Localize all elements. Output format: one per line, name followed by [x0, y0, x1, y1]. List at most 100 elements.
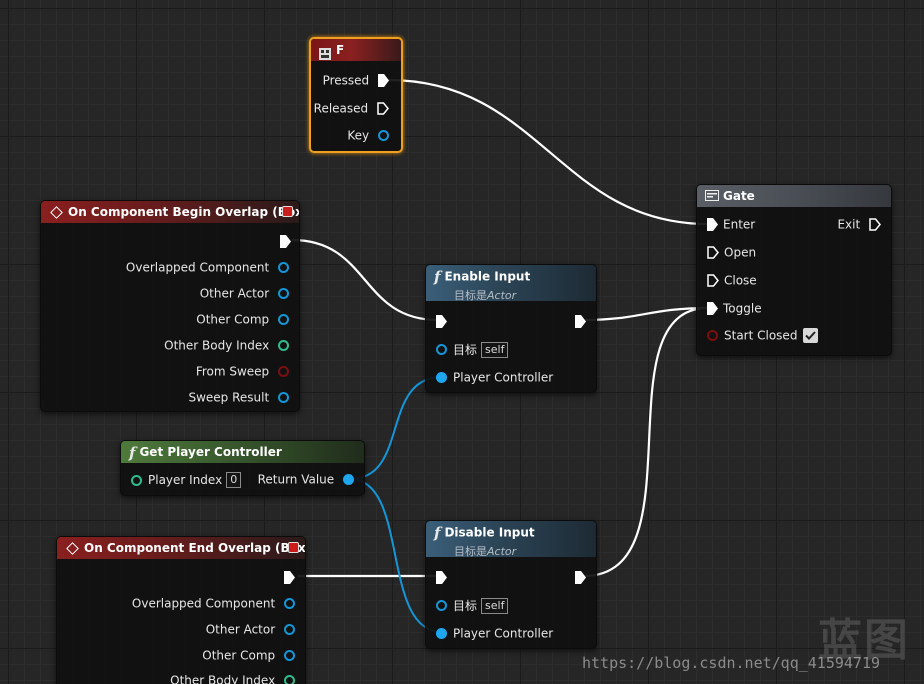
subtitle-prefix: 目标是 — [454, 289, 487, 301]
pin-label: From Sweep — [195, 364, 270, 379]
gate-enter-pin[interactable] — [707, 218, 718, 231]
enable-input-subtitle: 目标是Actor — [434, 287, 596, 301]
return-value-label: Return Value — [257, 472, 335, 487]
end-overlap-title: On Component End Overlap (Box) — [84, 541, 305, 555]
gate-header[interactable]: Gate — [697, 185, 891, 207]
pin-row: Overlapped Component — [132, 596, 295, 611]
gate-toggle-row: Toggle — [707, 301, 762, 316]
other-comp-pin[interactable] — [278, 314, 289, 325]
watermark-logo: 蓝图 — [818, 615, 910, 666]
pressed-label: Pressed — [322, 73, 370, 88]
toggle-label: Toggle — [723, 301, 762, 316]
function-icon: f — [129, 443, 136, 462]
other-body-index-pin[interactable] — [278, 340, 289, 351]
enable-input-player-controller-pin[interactable] — [436, 372, 447, 383]
open-label: Open — [724, 245, 757, 260]
end-overlap-exec-row — [284, 570, 295, 584]
gate-close-pin[interactable] — [707, 274, 719, 287]
key-label: Key — [347, 128, 370, 143]
disable-input-target-pin[interactable] — [436, 600, 447, 611]
begin-overlap-node[interactable]: On Component Begin Overlap (Box) Overlap… — [40, 200, 300, 412]
gate-start-closed-row: Start Closed — [707, 328, 819, 343]
enable-input-title: Enable Input — [444, 269, 531, 284]
overlapped-component-pin[interactable] — [284, 598, 295, 609]
enable-input-exec-in-pin[interactable] — [436, 315, 447, 328]
disable-input-player-controller-pin[interactable] — [436, 628, 447, 639]
check-icon — [805, 331, 817, 340]
pin-row: Other Body Index — [164, 338, 289, 353]
sweep-result-pin[interactable] — [278, 392, 289, 403]
function-icon: f — [434, 268, 441, 286]
released-exec-pin[interactable] — [377, 102, 389, 115]
end-overlap-exec-pin[interactable] — [284, 571, 295, 584]
pressed-exec-pin[interactable] — [378, 74, 389, 87]
gate-toggle-pin[interactable] — [707, 302, 718, 315]
other-body-index-pin[interactable] — [284, 675, 295, 684]
pin-row: Other Comp — [196, 312, 289, 327]
enable-input-target-pin[interactable] — [436, 344, 447, 355]
pin-label: Other Comp — [202, 648, 276, 663]
wire-enable-input-to-toggle[interactable] — [583, 306, 709, 322]
gate-enter-row: Enter — [707, 217, 755, 232]
wire-disable-input-to-toggle[interactable] — [583, 306, 709, 578]
pin-row: Other Actor — [200, 286, 289, 301]
close-label: Close — [724, 273, 757, 288]
disable-input-exec-in-pin[interactable] — [436, 571, 447, 584]
other-actor-pin[interactable] — [284, 624, 295, 635]
gate-close-row: Close — [707, 273, 757, 288]
wire-begin-overlap-to-enable-input[interactable] — [291, 238, 439, 322]
end-overlap-header[interactable]: On Component End Overlap (Box) — [57, 537, 305, 559]
player-index-pin[interactable] — [131, 474, 142, 486]
return-value-row: Return Value — [258, 472, 354, 487]
disable-input-pc-row: Player Controller — [436, 626, 553, 641]
function-icon: f — [434, 524, 441, 542]
target-value-box[interactable]: self — [481, 597, 509, 614]
pin-row: Overlapped Component — [126, 260, 289, 275]
key-f-header[interactable]: F — [311, 39, 401, 61]
overlapped-component-pin[interactable] — [278, 262, 289, 273]
target-label: 目标 — [453, 599, 478, 613]
pin-row: Other Body Index — [170, 673, 295, 684]
gate-exit-pin[interactable] — [869, 218, 881, 231]
delegate-pin-icon[interactable] — [282, 206, 293, 217]
start-closed-checkbox[interactable] — [803, 328, 819, 343]
gate-node[interactable]: Gate Enter Exit Open Close Toggle Start … — [696, 184, 892, 356]
enable-input-exec-out-pin[interactable] — [575, 315, 586, 328]
gate-open-row: Open — [707, 245, 756, 260]
exit-label: Exit — [837, 217, 861, 232]
begin-overlap-header[interactable]: On Component Begin Overlap (Box) — [41, 201, 299, 223]
key-pin[interactable] — [378, 130, 389, 141]
watermark-url: https://blog.csdn.net/qq_41594719 — [582, 654, 881, 672]
from-sweep-pin[interactable] — [278, 366, 289, 377]
gate-open-pin[interactable] — [707, 246, 719, 259]
subtitle-class: Actor — [487, 289, 517, 301]
disable-input-exec-out-pin[interactable] — [575, 571, 586, 584]
player-controller-label: Player Controller — [453, 626, 554, 641]
other-actor-pin[interactable] — [278, 288, 289, 299]
gate-start-closed-pin[interactable] — [707, 330, 718, 341]
wire-pressed-to-enter[interactable] — [387, 78, 709, 226]
player-controller-label: Player Controller — [453, 370, 554, 385]
key-f-node[interactable]: F Pressed Released Key — [309, 37, 403, 153]
delegate-pin-icon[interactable] — [288, 542, 299, 553]
begin-overlap-exec-pin[interactable] — [280, 235, 291, 248]
return-value-pin[interactable] — [343, 474, 354, 485]
other-comp-pin[interactable] — [284, 650, 295, 661]
end-overlap-node[interactable]: On Component End Overlap (Box) Overlappe… — [56, 536, 306, 684]
pin-label: Other Comp — [196, 312, 270, 327]
player-index-value-box[interactable]: 0 — [226, 472, 242, 488]
pin-row: Sweep Result — [188, 390, 289, 405]
target-value-box[interactable]: self — [481, 341, 509, 358]
key-f-pressed-row: Pressed — [323, 73, 389, 88]
pin-label: Other Body Index — [164, 338, 270, 353]
pin-row: From Sweep — [196, 364, 289, 379]
